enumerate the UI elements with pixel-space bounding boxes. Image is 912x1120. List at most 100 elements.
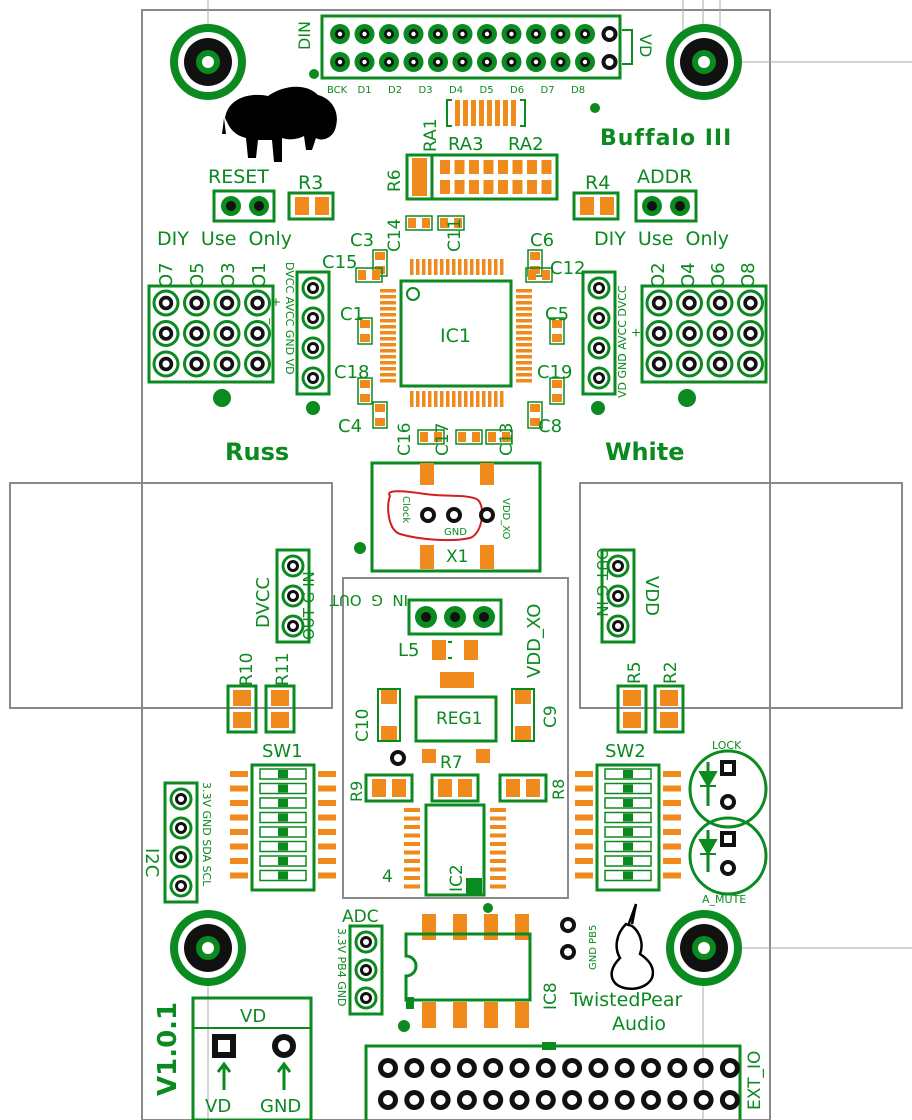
ic1-pin	[380, 289, 396, 293]
mounting-hole-top-right	[666, 24, 742, 100]
l5-label: L5	[398, 640, 419, 661]
ic2-pin	[490, 859, 506, 863]
ic8-pin	[422, 914, 436, 940]
din-pin	[526, 24, 546, 44]
ic1-pin	[458, 391, 462, 407]
din-pin	[428, 52, 448, 72]
ic1-pin	[464, 391, 468, 407]
ic1-pin	[410, 391, 414, 407]
dip-knob	[623, 842, 633, 851]
power-left-sign: + _	[269, 297, 283, 325]
ra-pad	[483, 180, 494, 194]
board-outline	[9, 9, 903, 1120]
pear-logo	[610, 903, 655, 991]
ext-io-pin	[404, 1090, 425, 1110]
vdd-pin	[606, 554, 630, 578]
dip-pad	[318, 785, 336, 792]
r7-resistor	[430, 773, 480, 803]
ic1-pin	[516, 337, 532, 341]
ic1-pin	[380, 379, 396, 383]
output-header-right	[640, 284, 768, 384]
ext-io-pin	[378, 1090, 398, 1110]
ext-io-pin	[562, 1090, 583, 1110]
vdd-xo-header	[407, 598, 503, 636]
output-left-label: O1	[249, 262, 270, 288]
ext-io-pin	[719, 1090, 740, 1110]
power-left-pin	[301, 276, 325, 300]
dip-pad	[575, 785, 593, 792]
ext-io-pin	[535, 1058, 556, 1078]
ext-io-pin	[641, 1058, 661, 1078]
ext-io-pin	[404, 1058, 425, 1078]
ic2-pin	[490, 884, 506, 889]
sw1-label: SW1	[262, 741, 303, 762]
in-g-out-label: IN G OUT	[329, 591, 408, 609]
header-pad	[737, 289, 764, 317]
din-pin	[477, 52, 497, 72]
dip-pad	[663, 800, 681, 806]
ra-pad	[527, 160, 537, 174]
ic1-pin	[516, 367, 532, 371]
power-left-pin	[301, 366, 325, 390]
din-pin-label: D5	[480, 85, 494, 96]
dvcc-pin-label: OUT G IN	[300, 571, 318, 640]
c4-label: C4	[338, 416, 362, 437]
ic8-chip	[404, 903, 532, 1028]
ext-io-pin	[641, 1090, 661, 1110]
ic2-pin	[490, 816, 506, 821]
dip-pad	[575, 800, 593, 806]
dip-toggle	[604, 811, 652, 824]
adc-header	[348, 924, 384, 1016]
r4-resistor	[572, 191, 620, 221]
diy-left-label: DIY Use Only	[157, 228, 292, 250]
ic1-pin	[458, 259, 462, 275]
header-pad	[213, 350, 241, 378]
din-pin	[575, 52, 595, 72]
ic2-pin	[490, 850, 506, 855]
vertical-resistors	[226, 684, 685, 734]
header-pad	[676, 350, 703, 378]
smd-capacitor	[549, 317, 565, 345]
dip-knob	[278, 784, 288, 793]
white-label: White	[605, 438, 685, 466]
din-pin-label: D4	[449, 85, 463, 96]
r6-pad	[412, 158, 427, 196]
board-title: Buffalo III	[600, 126, 732, 151]
ic1-pin	[494, 391, 498, 407]
dip-pad	[575, 814, 593, 821]
ic1-label: IC1	[440, 325, 471, 347]
i2c-pin	[169, 787, 193, 811]
ra-pad	[541, 160, 552, 174]
ic1-pin	[380, 295, 396, 299]
ic2-pin	[404, 876, 420, 880]
ic1-pin	[482, 259, 486, 275]
ic2-pin	[404, 816, 420, 821]
ic2-pin	[490, 876, 506, 880]
dip-pad	[318, 800, 336, 806]
din-pin	[452, 52, 473, 72]
clock-label: Clock	[400, 496, 411, 523]
r5-resistor	[616, 684, 648, 734]
power-left-label: DVCC AVCC GND VD	[283, 262, 296, 375]
c10-label: C10	[353, 708, 373, 742]
ic1-pin	[380, 361, 396, 365]
r10-resistor	[226, 684, 258, 734]
dip-pad	[318, 771, 336, 777]
header-pad	[645, 320, 673, 347]
dvcc-pin	[281, 614, 305, 638]
header-pad	[737, 350, 764, 378]
ic1-pin	[422, 391, 426, 407]
reset-jumper	[212, 189, 276, 223]
ic2-pin	[404, 867, 420, 872]
ic2-pin	[404, 842, 420, 846]
ic2-pin	[490, 833, 506, 838]
din-pin	[379, 24, 399, 44]
dip-pad	[318, 843, 336, 850]
adc-pin	[354, 986, 378, 1010]
ic1-chip	[380, 259, 532, 407]
ic8-pin	[453, 914, 467, 940]
din-pin	[550, 24, 571, 44]
dip-toggle	[259, 797, 307, 809]
din-pin	[354, 24, 375, 44]
ra1-pad	[511, 100, 516, 126]
